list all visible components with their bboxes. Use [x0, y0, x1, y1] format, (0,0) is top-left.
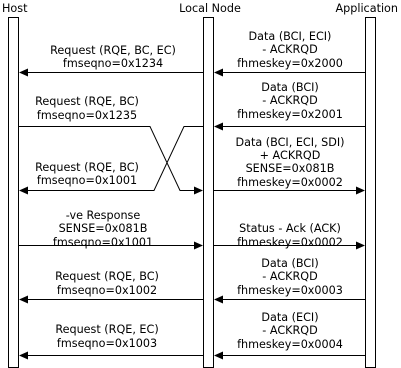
msg11-arrowhead: [19, 351, 28, 360]
msg9-arrowhead: [19, 295, 28, 304]
msg4-arrowhead: [194, 186, 203, 195]
msg8-line1: Status - Ack (ACK): [239, 222, 341, 235]
msg5-line4: fhmeskey=0x0002: [237, 176, 343, 189]
msg6-line1: Request (RQE, BC): [35, 161, 139, 174]
msg4-arrow: [19, 126, 196, 191]
application-lifeline: [365, 17, 376, 368]
msg6-line2: fmseqno=0x1001: [37, 174, 137, 187]
msg6-arrowhead: [19, 186, 28, 195]
msg7-arrowhead: [194, 241, 203, 250]
msg12-arrowhead: [214, 351, 223, 360]
msg5-line2: + ACKRQD: [260, 149, 321, 162]
msg7-line3: fmseqno=0x1001: [53, 236, 153, 249]
lane-label-host: Host: [2, 2, 28, 15]
msg2-line1: Data (BCI, ECI): [249, 30, 332, 43]
msg10-arrowhead: [214, 295, 223, 304]
msg12-line1: Data (ECI): [261, 311, 318, 324]
msg9-line2: fmseqno=0x1002: [57, 284, 157, 297]
msg12-line2: - ACKRQD: [262, 324, 317, 337]
msg5-line1: Data (BCI, ECI, SDI): [235, 136, 344, 149]
msg10-line3: fhmeskey=0x0003: [237, 284, 343, 297]
msg5-arrowhead: [356, 186, 365, 195]
msg11-line1: Request (RQE, EC): [55, 323, 158, 336]
msg3-line1: Data (BCI): [261, 81, 319, 94]
host-lifeline: [8, 17, 19, 368]
msg9-line1: Request (RQE, BC): [55, 270, 159, 283]
msg3-line3: fhmeskey=0x2001: [237, 108, 343, 121]
msg2-line3: fhmeskey=0x2000: [237, 57, 343, 70]
msg6-arrow: [27, 126, 203, 191]
msg7-line1: -ve Response: [66, 209, 141, 222]
lane-label-application: Application: [335, 2, 398, 15]
msg8-line2: fhmeskey=0x0002: [237, 236, 343, 249]
msg4-line1: Request (RQE, BC): [35, 95, 139, 108]
msg8-arrowhead: [356, 241, 365, 250]
lane-label-local-node: Local Node: [179, 2, 241, 15]
msg2-arrowhead: [214, 68, 223, 77]
msg1-line1: Request (RQE, BC, EC): [50, 44, 176, 57]
msg7-line2: SENSE=0x081B: [59, 222, 148, 235]
msg1-line2: fmseqno=0x1234: [63, 57, 163, 70]
msg10-line2: - ACKRQD: [262, 270, 317, 283]
msg10-line1: Data (BCI): [261, 257, 319, 270]
msg3-arrowhead: [214, 122, 223, 131]
msg5-line3: SENSE=0x081B: [246, 162, 335, 175]
msg3-line2: - ACKRQD: [262, 94, 317, 107]
msg11-line2: fmseqno=0x1003: [57, 337, 157, 350]
msg1-arrowhead: [19, 68, 28, 77]
msg2-line2: - ACKRQD: [262, 43, 317, 56]
msg12-line3: fhmeskey=0x0004: [237, 338, 343, 351]
local-node-lifeline: [203, 17, 214, 368]
msg4-line2: fmseqno=0x1235: [37, 109, 137, 122]
